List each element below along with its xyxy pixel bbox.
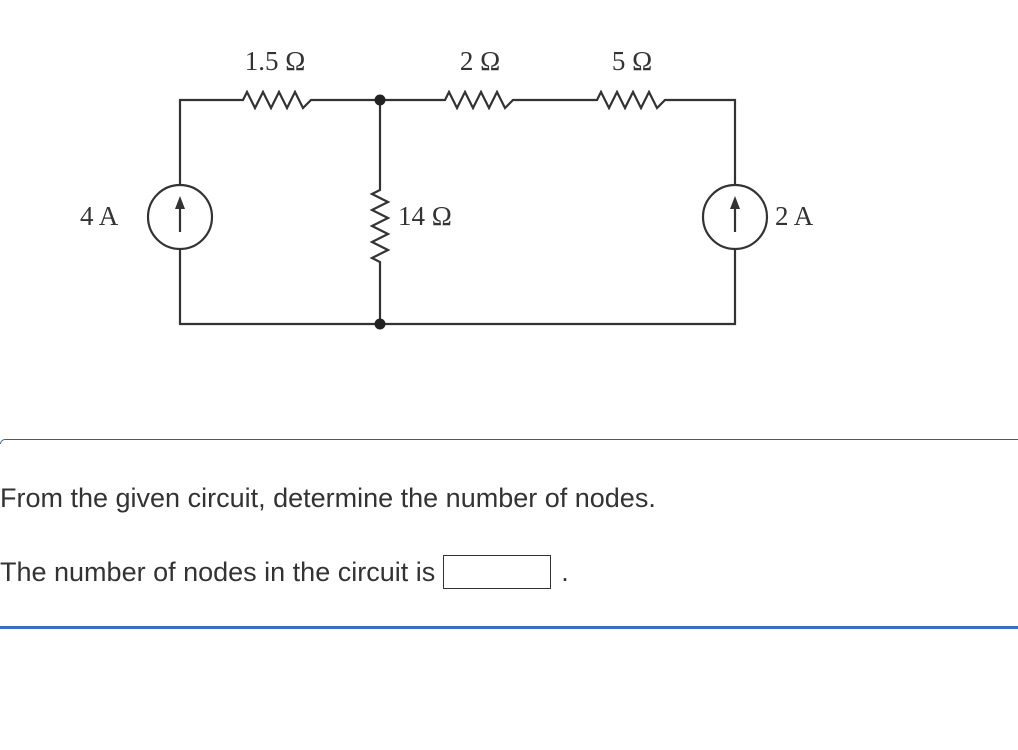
question-prompt: From the given circuit, determine the nu… xyxy=(0,483,656,513)
section-divider-top xyxy=(0,439,1018,444)
label-resistor-2: 2 Ω xyxy=(460,46,500,76)
answer-period: . xyxy=(561,556,569,587)
answer-line: The number of nodes in the circuit is . xyxy=(0,555,569,589)
right-current-source xyxy=(701,183,769,251)
label-source-2a: 2 A xyxy=(775,201,814,231)
label-resistor-1-5: 1.5 Ω xyxy=(245,46,306,76)
answer-input[interactable] xyxy=(443,555,552,589)
node-dot-top xyxy=(374,94,386,106)
left-lower-wire xyxy=(178,241,380,326)
label-resistor-14: 14 Ω xyxy=(398,201,452,231)
left-current-source xyxy=(146,183,214,251)
right-lower-wire xyxy=(380,241,737,326)
answer-label: The number of nodes in the circuit is xyxy=(0,556,436,587)
label-resistor-5: 5 Ω xyxy=(612,46,652,76)
section-divider-bottom xyxy=(0,626,1018,629)
circuit-diagram: 1.5 Ω 2 Ω 5 Ω 14 Ω 4 A 2 A xyxy=(80,46,814,330)
top-wire xyxy=(178,89,737,209)
middle-branch-wire xyxy=(369,100,391,324)
label-source-4a: 4 A xyxy=(80,201,119,231)
node-dot-bottom xyxy=(374,318,386,330)
